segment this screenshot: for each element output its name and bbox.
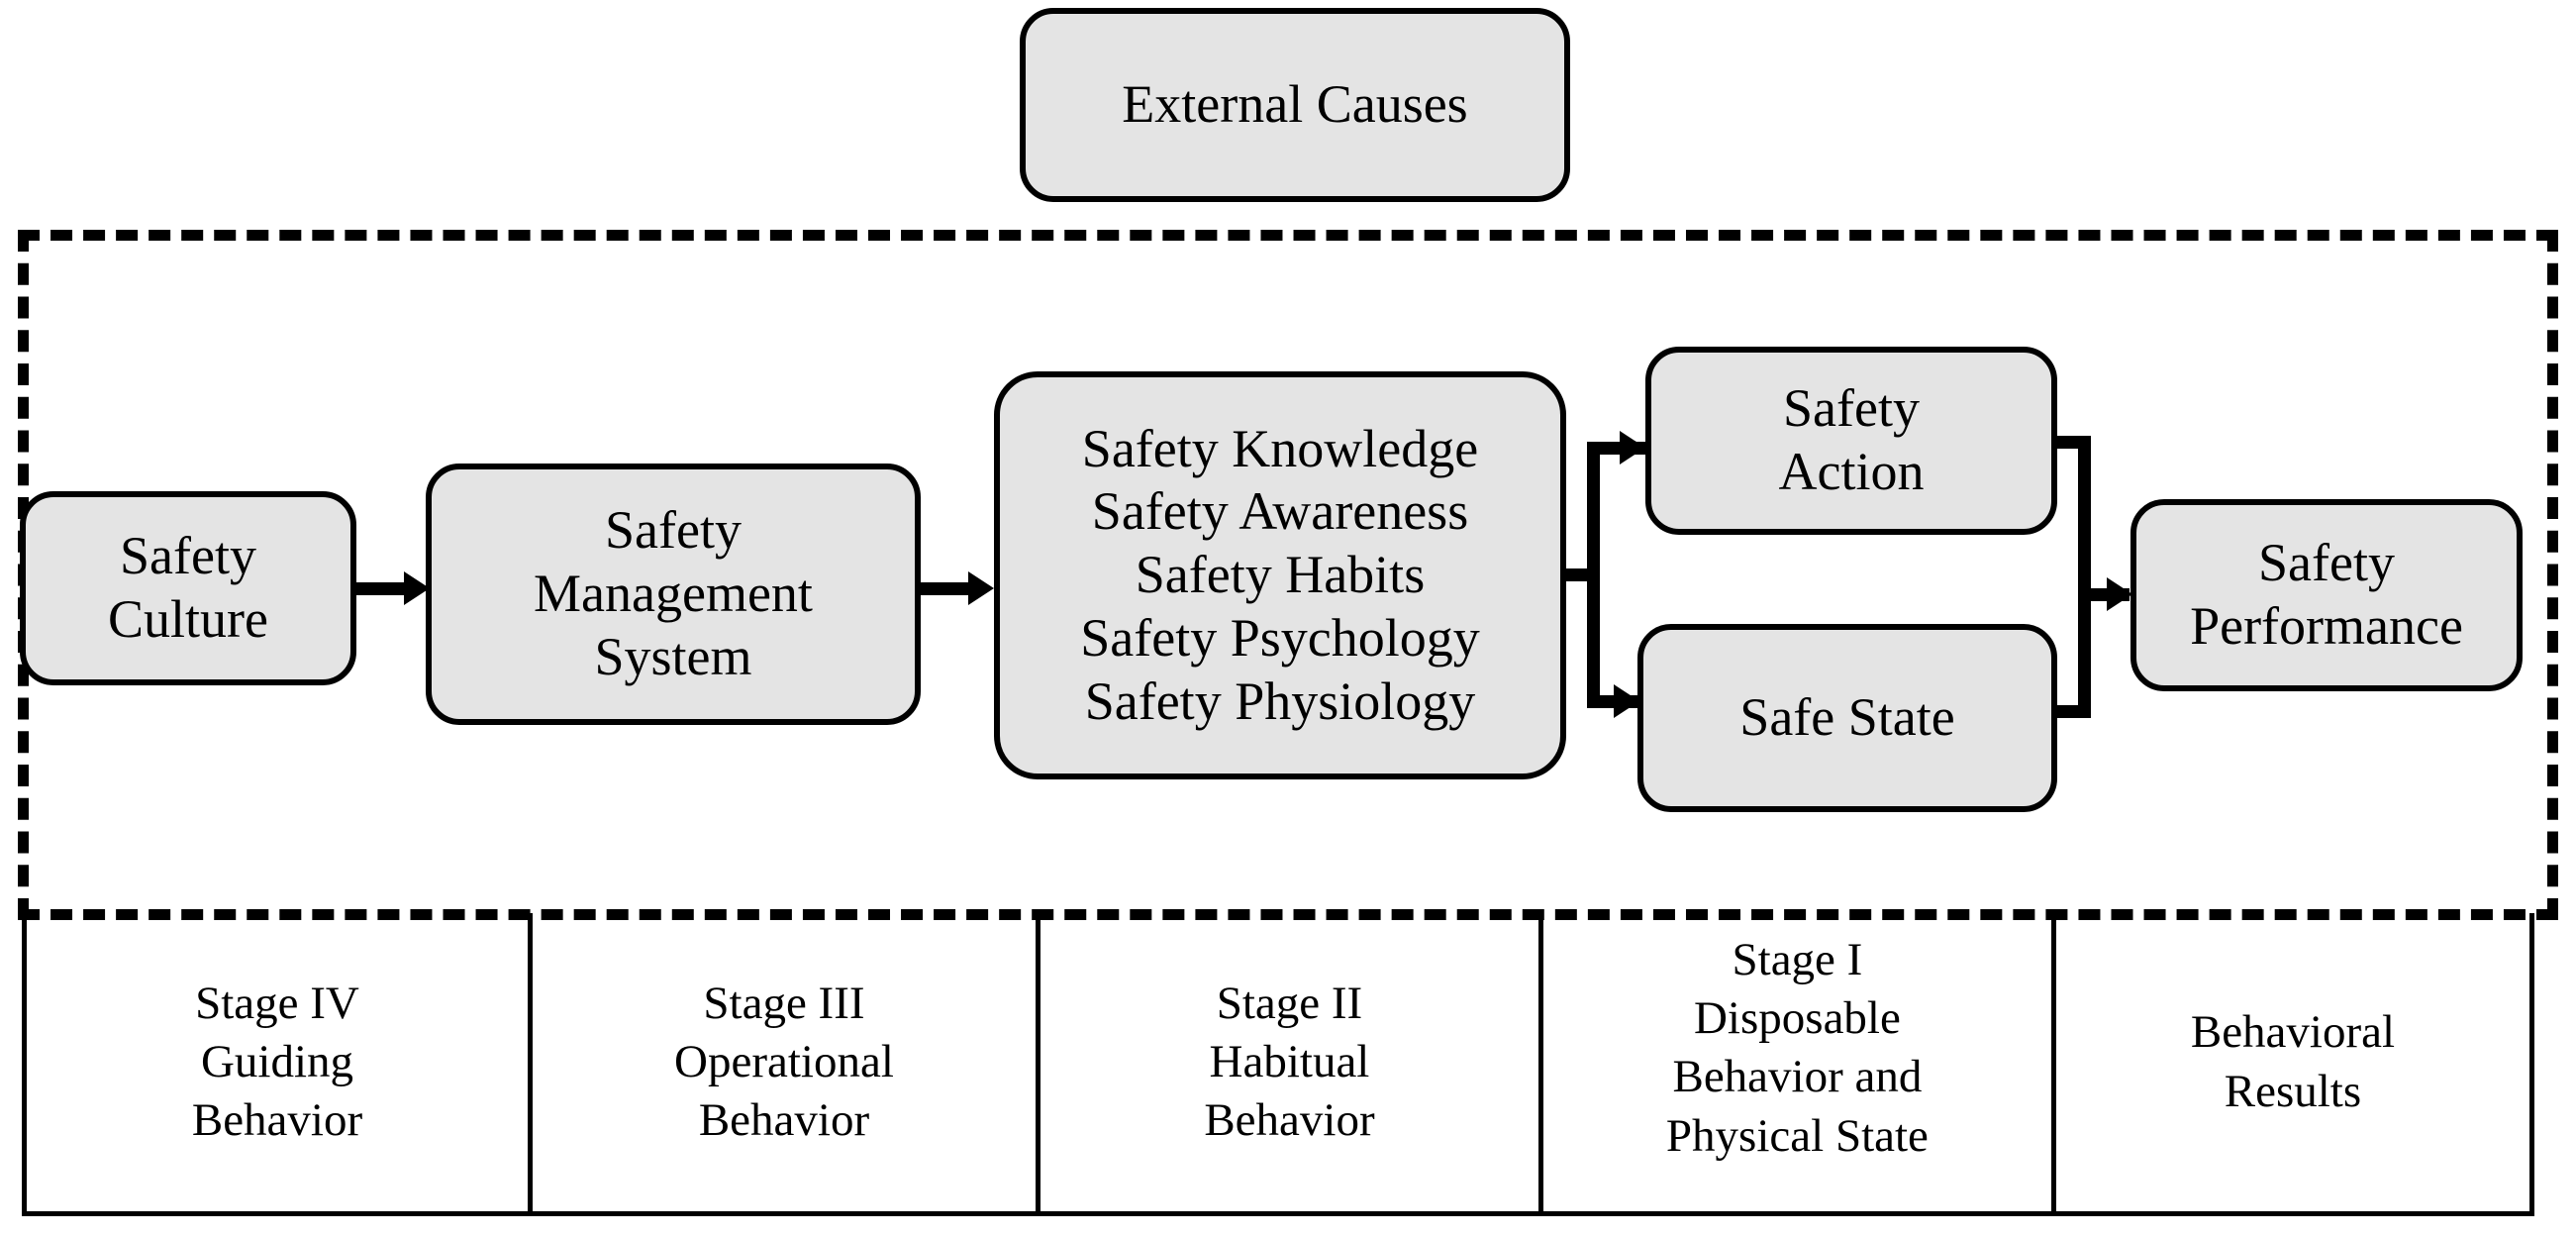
edge-core-branch-riser — [1587, 442, 1600, 707]
edge-sms-to-core-arrowhead — [968, 571, 994, 605]
node-safety-culture[interactable]: Safety Culture — [20, 491, 356, 685]
node-safety-culture-label: Safety Culture — [108, 526, 268, 649]
edge-merge-to-performance-arrowhead — [2107, 577, 2132, 611]
node-external-causes-label: External Causes — [1122, 74, 1468, 135]
node-safety-action-label: Safety Action — [1778, 378, 1925, 501]
stage-cell-stage-iv-label: Stage IV Guiding Behavior — [191, 977, 363, 1147]
stage-cell-stage-ii[interactable]: Stage II Habitual Behavior — [1040, 913, 1543, 1211]
node-safety-performance-label: Safety Performance — [2190, 533, 2463, 656]
edge-culture-to-sms-line — [354, 582, 410, 595]
edge-culture-to-sms-arrowhead — [404, 571, 430, 605]
edge-sms-to-core-line — [919, 582, 972, 595]
node-safety-action[interactable]: Safety Action — [1645, 347, 2057, 535]
stage-cell-stage-ii-label: Stage II Habitual Behavior — [1204, 977, 1375, 1147]
node-safety-management-system-label: Safety Management System — [534, 500, 813, 686]
node-external-causes[interactable]: External Causes — [1020, 8, 1570, 202]
stage-cell-stage-iii-label: Stage III Operational Behavior — [674, 977, 894, 1147]
node-safe-state[interactable]: Safe State — [1637, 624, 2057, 812]
edge-core-to-safestate-arrowhead — [1614, 684, 1639, 718]
node-safety-management-system[interactable]: Safety Management System — [426, 464, 921, 725]
node-safety-performance[interactable]: Safety Performance — [2130, 499, 2523, 691]
stage-cell-stage-iii[interactable]: Stage III Operational Behavior — [533, 913, 1040, 1211]
stage-cell-behavioral-results[interactable]: Behavioral Results — [2056, 913, 2529, 1211]
edge-merge-riser — [2078, 436, 2091, 718]
node-safe-state-label: Safe State — [1739, 687, 1955, 748]
stage-cell-stage-i[interactable]: Stage I Disposable Behavior and Physical… — [1543, 913, 2056, 1211]
node-core-safety-factors-label: Safety Knowledge Safety Awareness Safety… — [1080, 418, 1480, 731]
edge-core-to-action-arrowhead — [1620, 431, 1645, 464]
node-core-safety-factors[interactable]: Safety Knowledge Safety Awareness Safety… — [994, 371, 1566, 779]
stage-cell-stage-iv[interactable]: Stage IV Guiding Behavior — [27, 913, 533, 1211]
stage-cell-stage-i-label: Stage I Disposable Behavior and Physical… — [1665, 934, 1929, 1162]
stage-band: Stage IV Guiding Behavior Stage III Oper… — [22, 913, 2534, 1216]
stage-cell-behavioral-results-label: Behavioral Results — [2190, 1006, 2396, 1117]
